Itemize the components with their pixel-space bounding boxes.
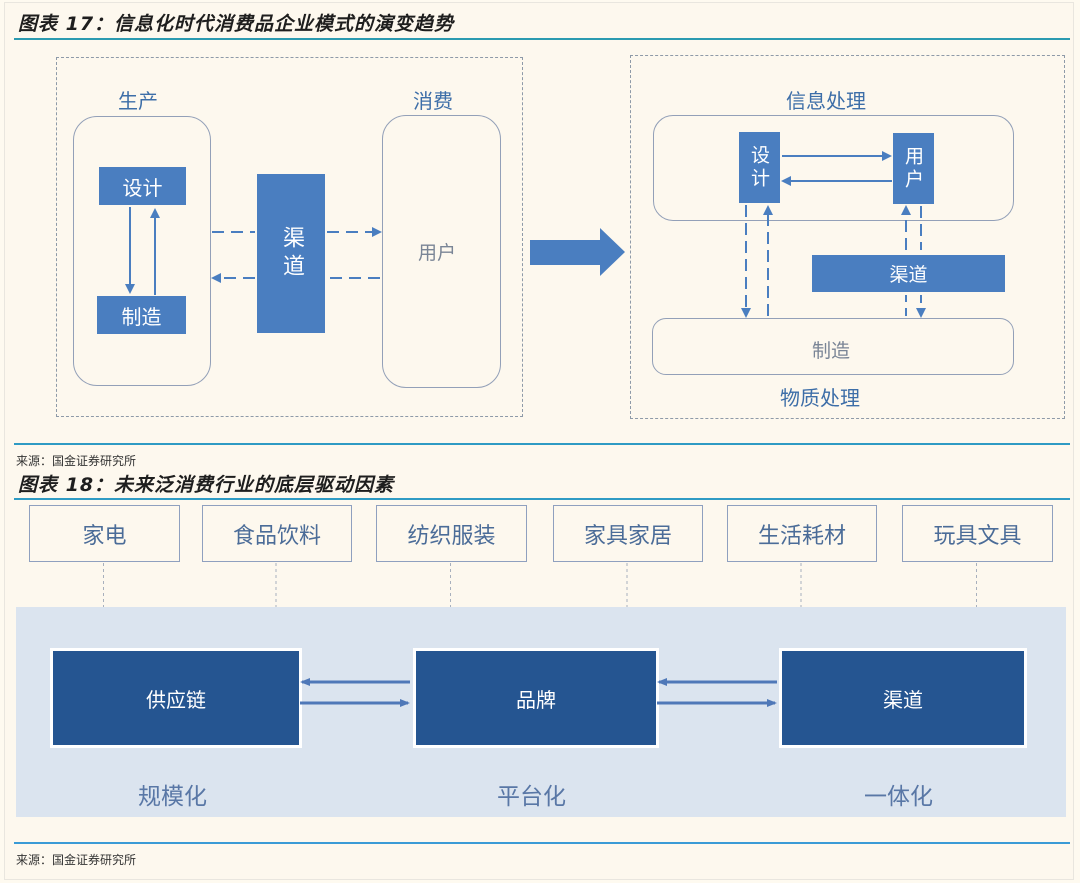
- design-box: 设计: [99, 167, 186, 205]
- trait-scale: 规模化: [138, 784, 207, 810]
- driver-box-brand: 品牌: [413, 648, 659, 748]
- consumption-label: 消费: [413, 89, 453, 113]
- title-rule: [14, 38, 1070, 40]
- manufacture-label-after: 制造: [812, 340, 851, 362]
- figure-17-title: 图表 17：信息化时代消费品企业模式的演变趋势: [18, 13, 455, 35]
- manufacture-box: 制造: [97, 296, 186, 334]
- info-processing-group: [653, 115, 1014, 221]
- trait-platform: 平台化: [497, 784, 566, 810]
- trait-integration: 一体化: [864, 784, 933, 810]
- user-label: 用户: [418, 242, 457, 264]
- info-processing-label: 信息处理: [786, 89, 866, 113]
- transition-arrow-icon: [530, 228, 625, 276]
- category-box: 家电: [29, 505, 180, 562]
- channel-box-after: 渠道: [812, 255, 1005, 292]
- category-box: 食品饮料: [202, 505, 352, 562]
- production-label: 生产: [118, 89, 158, 113]
- category-box: 生活耗材: [727, 505, 877, 562]
- figure-17-bottom-rule: [14, 443, 1070, 445]
- category-box: 家具家居: [553, 505, 703, 562]
- driver-box-supply-chain: 供应链: [50, 648, 302, 748]
- user-box-after: 用户: [893, 133, 934, 204]
- consumption-group: [382, 115, 501, 388]
- figure-18-bottom-rule: [14, 842, 1070, 844]
- figure-17-source: 来源：国金证券研究所: [16, 454, 137, 468]
- design-box-after: 设计: [739, 132, 780, 203]
- channel-box: 渠道: [257, 174, 325, 333]
- figure-18-source: 来源：国金证券研究所: [16, 853, 137, 867]
- category-box: 玩具文具: [902, 505, 1053, 562]
- figure-18-title-rule: [14, 498, 1070, 500]
- category-box: 纺织服装: [376, 505, 527, 562]
- material-processing-label: 物质处理: [780, 386, 860, 410]
- driver-box-channel: 渠道: [779, 648, 1027, 748]
- material-processing-group: [652, 318, 1014, 375]
- figure-18-title: 图表 18：未来泛消费行业的底层驱动因素: [18, 474, 395, 496]
- production-group: [73, 116, 211, 386]
